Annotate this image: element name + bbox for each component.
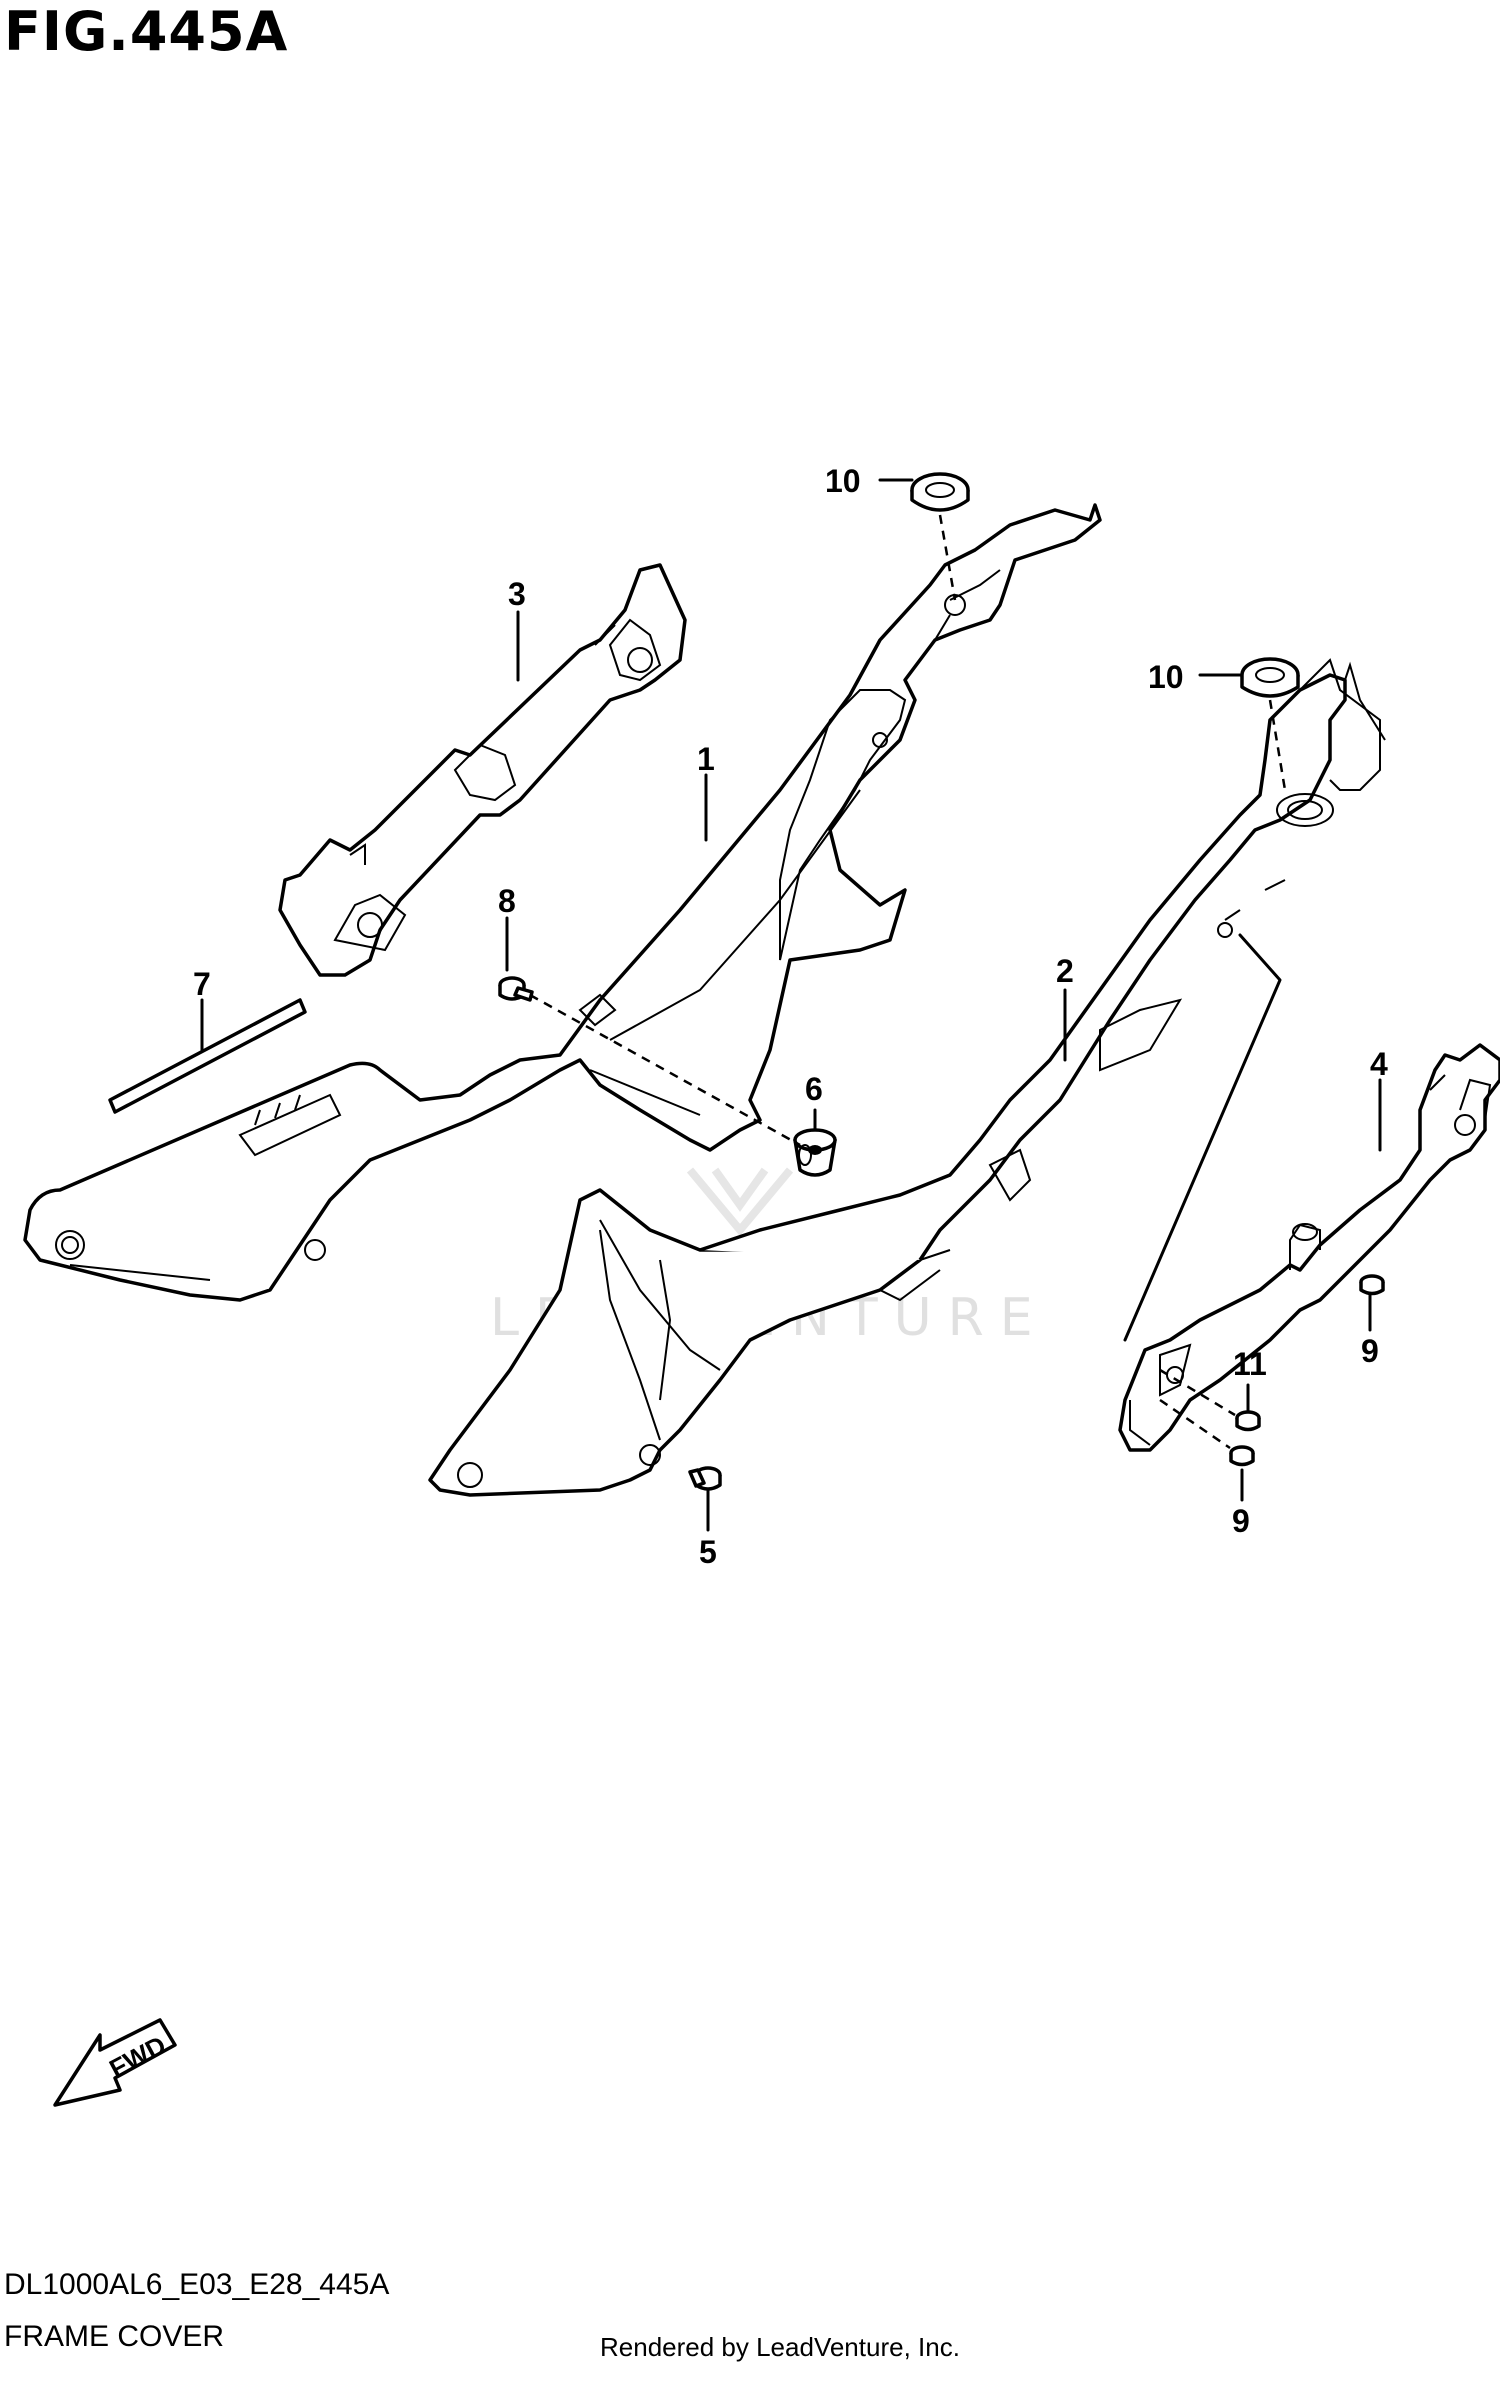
callout-7: 7	[193, 966, 211, 1002]
part-1-inner-panel	[779, 689, 907, 961]
callout-5: 5	[699, 1534, 717, 1570]
part-9-screw-upper[interactable]	[1359, 1274, 1385, 1296]
callout-1: 1	[697, 741, 715, 777]
part-9-screw-lower[interactable]	[1229, 1445, 1255, 1467]
callout-2: 2	[1056, 953, 1074, 989]
figure-title: FIG.445A	[4, 0, 289, 63]
callout-9a: 9	[1361, 1333, 1379, 1369]
part-5-screw[interactable]	[688, 1466, 722, 1491]
callout-8: 8	[498, 883, 516, 919]
model-code: DL1000AL6_E03_E28_445A	[4, 2268, 390, 2301]
callout-11: 11	[1233, 1346, 1267, 1382]
part-10-grommet-top[interactable]	[910, 472, 970, 512]
callout-4: 4	[1370, 1046, 1388, 1082]
fwd-direction-arrow: FWD	[53, 2018, 177, 2107]
part-3-bracket[interactable]	[278, 563, 687, 977]
part-2-frame-cover-right[interactable]	[428, 658, 1386, 1497]
rendered-by-credit: Rendered by LeadVenture, Inc.	[600, 2332, 960, 2362]
callout-6: 6	[805, 1071, 823, 1107]
leader-lines	[200, 478, 1382, 1532]
callout-10b: 10	[1148, 659, 1184, 695]
part-6-grommet[interactable]	[793, 1128, 837, 1177]
part-4-bracket[interactable]	[1118, 1043, 1500, 1452]
assembly-dashed-lines	[529, 514, 1287, 1450]
part-7-strip[interactable]	[108, 998, 307, 1114]
part-11-screw[interactable]	[1235, 1410, 1261, 1432]
callout-9b: 9	[1232, 1503, 1250, 1539]
figure-caption: FRAME COVER	[4, 2320, 225, 2353]
part-10-grommet-right[interactable]	[1240, 657, 1300, 698]
part-8-screw[interactable]	[498, 976, 534, 1002]
part-1-frame-cover-left[interactable]	[23, 503, 1102, 1302]
callout-10a: 10	[825, 463, 861, 499]
callout-3: 3	[508, 576, 526, 612]
callout-labels: 10 10 3 1 2 4 7 8 6 5 11 9 9	[193, 463, 1388, 1570]
